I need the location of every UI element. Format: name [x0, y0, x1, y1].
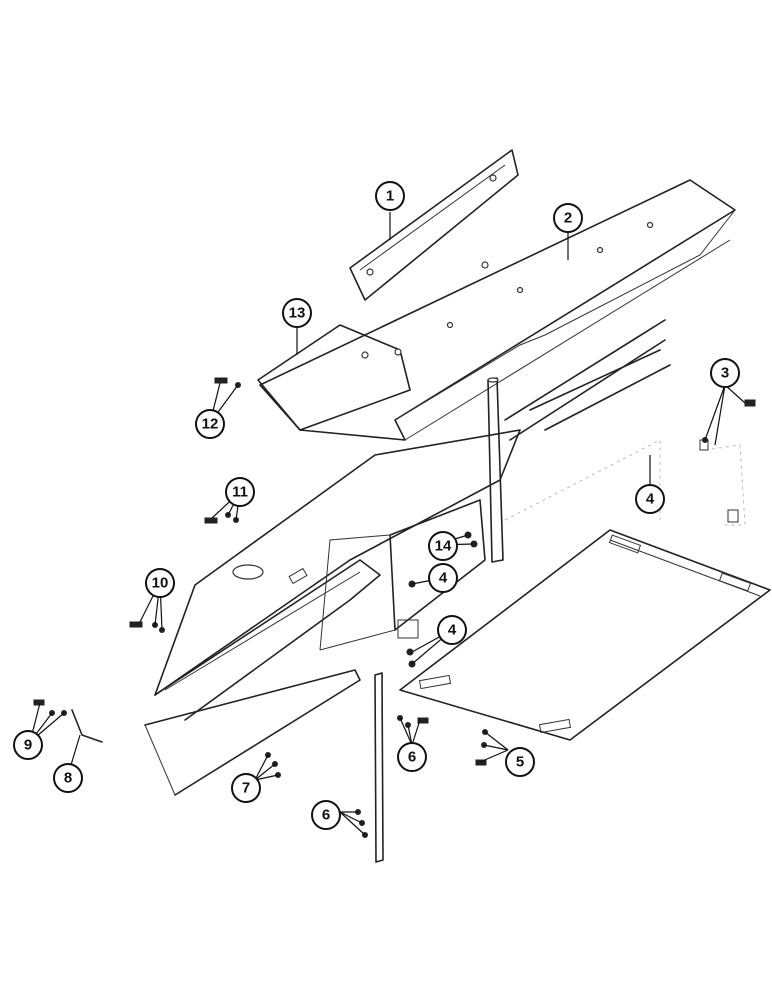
callout-6-upper-label: 6: [408, 749, 416, 766]
callout-14-label: 14: [435, 538, 452, 555]
callout-9: 9: [13, 730, 43, 760]
callout-7: 7: [231, 773, 261, 803]
side-panel-part-13: [257, 324, 411, 431]
callout-6-lower-label: 6: [322, 807, 330, 824]
callout-13-label: 13: [289, 305, 306, 322]
leader-lines: [29, 212, 746, 836]
callout-2: 2: [553, 203, 583, 233]
callout-11: 11: [225, 477, 255, 507]
callout-3: 3: [710, 358, 740, 388]
floor-plate: [399, 529, 771, 741]
center-support-box: [319, 499, 486, 651]
callout-10-label: 10: [152, 575, 169, 592]
callout-8: 8: [53, 763, 83, 793]
vertical-strut-part-14: [487, 377, 504, 563]
callout-4-upper: 4: [428, 563, 458, 593]
upper-panel-part-1: [349, 149, 519, 301]
callout-4-right: 4: [635, 484, 665, 514]
callout-4-right-label: 4: [646, 491, 655, 508]
lower-box-beam: [144, 429, 521, 796]
callout-1-label: 1: [386, 188, 394, 205]
lower-vertical-post: [374, 672, 384, 863]
callout-7-label: 7: [242, 780, 250, 797]
callout-13: 13: [282, 298, 312, 328]
callout-12-label: 12: [202, 416, 219, 433]
callout-12: 12: [195, 409, 225, 439]
callout-1: 1: [375, 181, 405, 211]
callout-8-label: 8: [64, 770, 72, 787]
callout-4-lower-label: 4: [448, 622, 457, 639]
callout-4-lower: 4: [437, 615, 467, 645]
callout-2-label: 2: [564, 210, 572, 227]
callout-3-label: 3: [721, 365, 729, 382]
callout-11-label: 11: [232, 484, 248, 501]
callout-9-label: 9: [24, 737, 32, 754]
callout-4-upper-label: 4: [439, 570, 448, 587]
right-frame-rails: [504, 319, 671, 521]
callout-5-label: 5: [516, 754, 524, 771]
callout-6-lower: 6: [311, 800, 341, 830]
callout-10: 10: [145, 568, 175, 598]
callout-14: 14: [428, 531, 458, 561]
right-bracket: [699, 439, 746, 526]
callout-5: 5: [505, 747, 535, 777]
callout-6-upper: 6: [397, 742, 427, 772]
